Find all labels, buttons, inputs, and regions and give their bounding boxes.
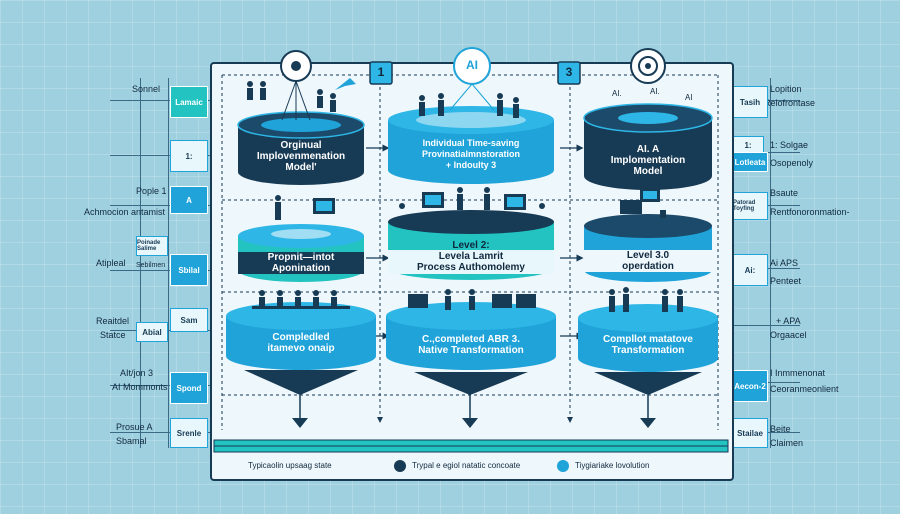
left-box-9: Srenle [170, 418, 208, 448]
right-label-1b: Relofrontase [764, 98, 816, 108]
column-3-funnel [578, 48, 718, 428]
right-box-7: Stailae [732, 418, 768, 448]
bird-icon [335, 78, 356, 90]
left-label-2: Pople 1 [136, 186, 167, 196]
ai-tag-2: AI. [650, 87, 660, 96]
legend-dot-navy [394, 460, 406, 472]
left-guide-vertical [168, 78, 169, 448]
left-box-8: Spond [170, 372, 208, 404]
left-box-7: Abial [136, 322, 168, 342]
left-label-6b: Sbamal [116, 436, 147, 446]
left-label-3: Atipleal [96, 258, 126, 268]
left-label-6: Prosue A [116, 422, 153, 432]
left-box-6: Sam [170, 308, 208, 332]
right-label-2b: Osopenoly [770, 158, 814, 168]
right-label-1: Lopition [770, 84, 802, 94]
step-3-label: 3 [565, 65, 573, 79]
right-label-5: + APA [776, 316, 801, 326]
legend-dot-blue [557, 460, 569, 472]
right-guide-line [730, 325, 800, 326]
left-guide-line [110, 100, 210, 101]
left-guide-line [110, 205, 210, 206]
right-label-5b: Orgaacel [770, 330, 807, 340]
column-2-funnel [386, 47, 556, 428]
left-guide-line [110, 155, 210, 156]
ai-tag-1: AI. [612, 89, 622, 98]
left-label-2b: Achmocion antamist [84, 207, 166, 217]
left-box-3: A [170, 186, 208, 214]
left-box-2: 1: [170, 140, 208, 172]
right-box-4: Patorad Toyfing [732, 192, 768, 220]
left-label-4b: Statce [100, 330, 126, 340]
right-box-1: Tasih [732, 86, 768, 118]
left-label-5b: AI Mommonts [112, 382, 168, 392]
right-label-6: I Inmmenonat [770, 368, 826, 378]
left-box-1: Lamaic [170, 86, 208, 118]
left-guide-line [110, 432, 210, 433]
left-label-3b: Sebilmen [136, 262, 166, 269]
left-box-4: Poinade Salime [136, 236, 168, 256]
legend-item-3: Tiygiariake lovolution [575, 461, 650, 470]
left-label-1: Sonnel [132, 84, 161, 94]
left-box-5: Sbilal [170, 254, 208, 286]
left-guide-vertical [140, 78, 141, 448]
right-label-3b: Rentfonoronmation- [770, 207, 850, 217]
step-1-label: 1 [377, 65, 385, 79]
legend-item-2: Trypal e egiol natatic concoate [412, 461, 521, 470]
left-label-5: AIt/jon 3 [120, 368, 154, 378]
right-label-7b: Claimen [770, 438, 804, 448]
right-label-6b: Ceoranmeonlient [770, 384, 839, 394]
right-label-7: Beite [770, 424, 791, 434]
legend-item-1: Typicaolin upsaag state [248, 461, 332, 470]
right-label-4: Ai APS [770, 258, 799, 268]
left-guide-line [110, 270, 210, 271]
right-label-3: Bsaute [770, 188, 799, 198]
right-box-6: Aecon-2 [732, 370, 768, 402]
right-label-2: 1: Solgae [770, 140, 809, 150]
right-guide-vertical [770, 78, 771, 448]
left-label-4: Reaitdel [96, 316, 130, 326]
step-3-badge [557, 61, 581, 85]
right-label-4b: Penteet [770, 276, 802, 286]
col2-low-text: C.,completed ABR 3.Native Transformation [418, 334, 524, 356]
right-box-3: Lotleata [732, 152, 768, 172]
ai-tag-3: AI [685, 93, 693, 102]
left-guide-line [110, 385, 210, 386]
column-1-funnel [226, 50, 376, 428]
step-1-badge [369, 61, 393, 85]
ai-badge-label: AI [466, 58, 478, 72]
